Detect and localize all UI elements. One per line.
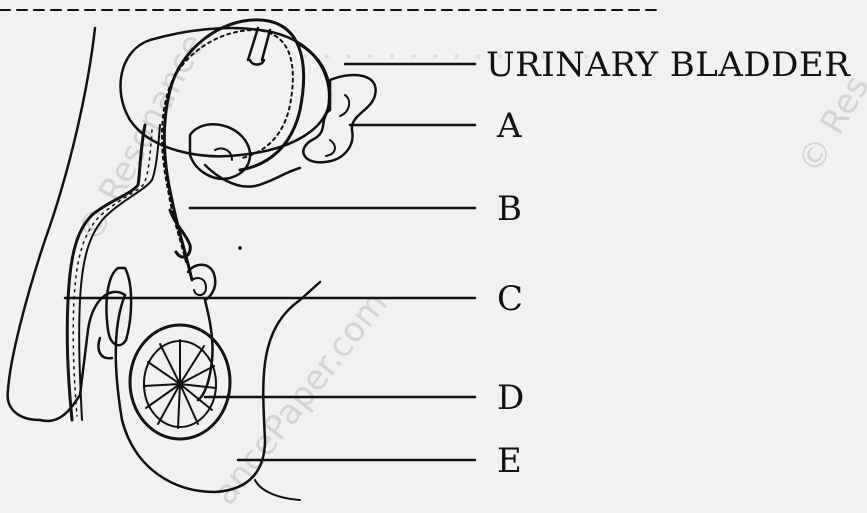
body-outline	[8, 28, 95, 420]
label-a: A	[497, 109, 522, 143]
speck	[238, 246, 242, 250]
label-c: C	[497, 282, 524, 316]
glans-tip	[99, 338, 113, 358]
label-e: E	[497, 444, 522, 478]
label-b: B	[497, 192, 523, 226]
gland-detail	[215, 148, 232, 160]
vas-deferens-outer	[164, 20, 303, 280]
inner-thigh-line	[255, 480, 300, 500]
seminal-vesicle	[303, 75, 375, 162]
epididymis-coil	[192, 278, 206, 295]
penis-glans-outline	[106, 268, 131, 345]
vas-deferens-inner	[162, 30, 293, 262]
ureter	[248, 28, 270, 65]
epididymis	[188, 265, 215, 400]
diagram-stage: . . . . . . . . . . . . . . © Resonance …	[0, 0, 867, 502]
penis-outline	[40, 292, 125, 421]
urethra-inner	[79, 125, 160, 420]
urethra-outer	[67, 125, 145, 420]
label-urinary-bladder: URINARY BLADDER	[486, 48, 850, 82]
label-d: D	[497, 381, 525, 415]
